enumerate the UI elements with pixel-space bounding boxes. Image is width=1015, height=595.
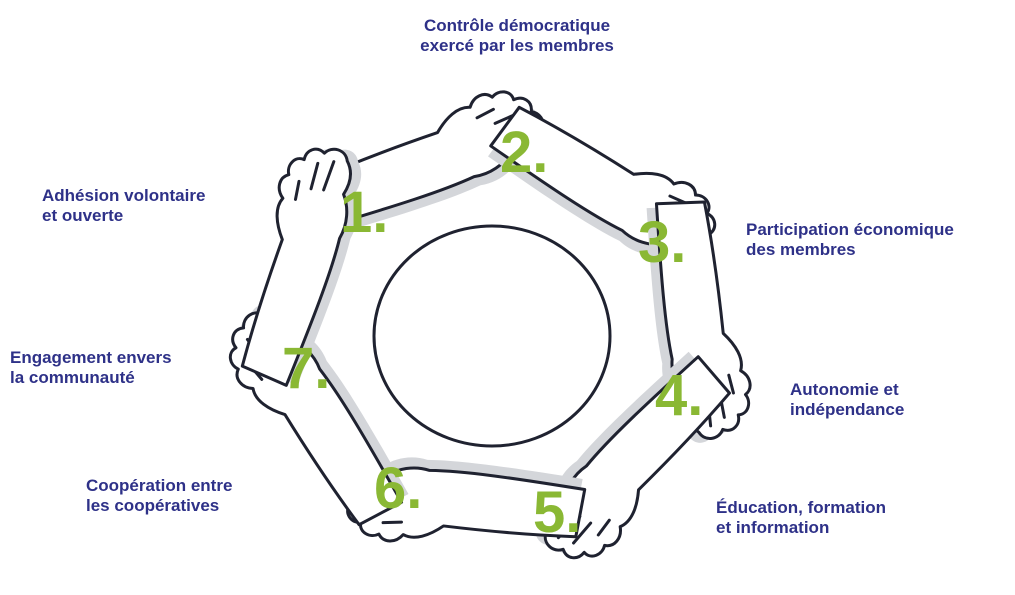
principle-6-line-1: Coopération entre [86,476,233,495]
principle-2-line-1: Contrôle démocratique [423,16,611,35]
principle-number-6: 6. [374,456,422,521]
finger-line [727,373,735,395]
principle-1-line-2: et ouverte [42,206,124,225]
principle-label-1: Adhésion volontaire et ouverte [42,186,205,226]
principle-2-line-2: exercé par les membres [420,36,614,55]
finger-line [309,161,320,191]
finger-line [572,521,593,545]
hand-7 [240,147,362,387]
principle-7-line-1: Engagement envers [10,348,172,367]
hand-outline [543,355,731,560]
principle-number-4: 4. [655,363,703,428]
principle-label-5: Éducation, formation et information [716,498,886,538]
principle-label-2: Contrôle démocratique exercé par les mem… [386,16,648,56]
principle-5-line-2: et information [716,518,830,537]
principle-3-line-1: Participation économique [746,220,954,239]
principle-label-4: Autonomie et indépendance [790,380,904,420]
hand-outline [312,90,545,229]
principle-3-line-2: des membres [746,240,856,259]
principle-label-3: Participation économique des membres [746,220,954,260]
principle-number-1: 1. [340,180,388,245]
finger-line [381,520,403,525]
hands-group [228,90,752,560]
principle-number-3: 3. [638,210,686,275]
principle-label-6: Coopération entre les coopératives [86,476,232,516]
principle-4-line-1: Autonomie et [790,380,899,399]
principle-1-line-1: Adhésion volontaire [42,186,206,205]
principle-4-line-2: indépendance [790,400,905,419]
principle-number-5: 5. [533,480,581,545]
principle-6-line-2: les coopératives [86,496,220,515]
finger-line [596,518,611,537]
principle-5-line-1: Éducation, formation [716,498,886,517]
principle-7-line-2: la communauté [10,368,135,387]
finger-line [322,160,336,192]
hand-outline [240,147,352,387]
finger-line [293,179,301,201]
finger-line [475,107,495,120]
principle-number-7: 7. [282,336,330,401]
inner-ring [372,224,612,448]
principle-label-7: Engagement envers la communauté [10,348,172,388]
principle-number-2: 2. [500,120,548,185]
